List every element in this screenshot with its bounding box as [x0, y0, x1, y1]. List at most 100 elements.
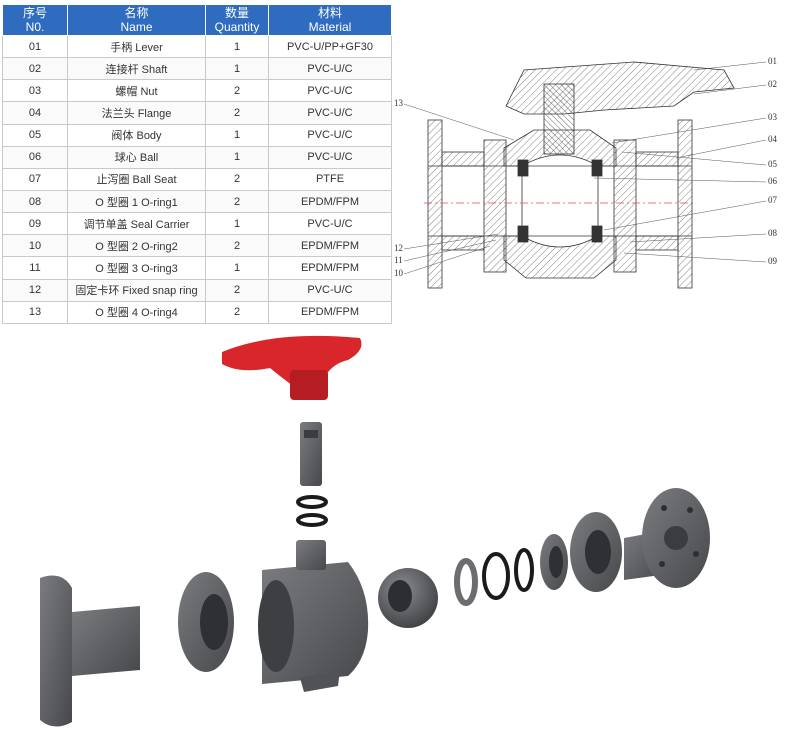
cell-material: EPDM/FPM	[268, 234, 392, 258]
cell-material: PVC-U/C	[268, 145, 392, 169]
cell-material: PVC-U/PP+GF30	[268, 34, 392, 59]
callout-03: 03	[768, 112, 778, 122]
exploded-view-illustration	[40, 335, 710, 727]
lever-part	[222, 335, 362, 400]
o-ring4-part	[296, 513, 328, 527]
shaft-section	[543, 83, 575, 155]
cell-name: O 型圈 2 O-ring2	[67, 234, 206, 258]
cell-qty: 1	[205, 57, 269, 81]
cell-qty: 2	[205, 278, 269, 302]
cell-qty: 1	[205, 145, 269, 169]
cell-name: 调节单盖 Seal Carrier	[67, 212, 206, 236]
left-flange-section	[427, 119, 443, 289]
cell-no: 07	[2, 167, 68, 191]
callout-04: 04	[768, 134, 778, 144]
cell-no: 13	[2, 300, 68, 325]
o-ring3-part	[296, 495, 328, 509]
cell-name: 螺帽 Nut	[67, 79, 206, 103]
left-flange-part	[40, 575, 140, 727]
cell-material: PVC-U/C	[268, 57, 392, 81]
callout-12: 12	[394, 243, 403, 253]
callout-09: 09	[768, 256, 778, 266]
cell-qty: 2	[205, 300, 269, 325]
cell-material: EPDM/FPM	[268, 256, 392, 280]
lever-section	[505, 61, 735, 115]
cell-material: PVC-U/C	[268, 101, 392, 125]
cell-qty: 2	[205, 79, 269, 103]
cell-no: 06	[2, 145, 68, 169]
cell-no: 08	[2, 189, 68, 214]
cell-no: 11	[2, 256, 68, 280]
cell-material: EPDM/FPM	[268, 300, 392, 325]
cell-material: PTFE	[268, 167, 392, 191]
callout-06: 06	[768, 176, 778, 186]
cell-no: 05	[2, 123, 68, 147]
o-ring1-part	[482, 552, 510, 600]
cell-name: O 型圈 3 O-ring3	[67, 256, 206, 280]
cell-no: 10	[2, 234, 68, 258]
right-flange-section	[677, 119, 693, 289]
cell-qty: 2	[205, 167, 269, 191]
cell-qty: 2	[205, 234, 269, 258]
callout-13: 13	[394, 98, 404, 108]
cell-qty: 2	[205, 189, 269, 214]
cell-material: EPDM/FPM	[268, 189, 392, 214]
ball-seat-part	[454, 558, 478, 606]
left-nut-section	[483, 139, 507, 273]
o-ring2-part	[514, 548, 534, 592]
cell-name: 手柄 Lever	[67, 34, 206, 59]
callout-11: 11	[394, 255, 403, 265]
cell-material: PVC-U/C	[268, 278, 392, 302]
callout-08: 08	[768, 228, 778, 238]
callout-05: 05	[768, 159, 778, 169]
right-nut-section	[613, 139, 637, 273]
cell-material: PVC-U/C	[268, 212, 392, 236]
cell-no: 02	[2, 57, 68, 81]
cell-name: O 型圈 1 O-ring1	[67, 189, 206, 214]
cell-name: 连接杆 Shaft	[67, 57, 206, 81]
callout-01: 01	[768, 56, 777, 66]
cell-no: 12	[2, 278, 68, 302]
cell-no: 09	[2, 212, 68, 236]
cell-name: 止泻圈 Ball Seat	[67, 167, 206, 191]
cell-name: 法兰头 Flange	[67, 101, 206, 125]
cell-no: 04	[2, 101, 68, 125]
right-flange-part	[624, 488, 710, 588]
cell-qty: 1	[205, 212, 269, 236]
cell-name: 阀体 Body	[67, 123, 206, 147]
cell-name: O 型圈 4 O-ring4	[67, 300, 206, 325]
cell-material: PVC-U/C	[268, 79, 392, 103]
leader-lines	[403, 61, 767, 275]
ball-section	[521, 154, 599, 248]
cell-qty: 2	[205, 101, 269, 125]
callout-10: 10	[394, 268, 404, 278]
valve-body-part	[258, 540, 369, 692]
cell-qty: 1	[205, 123, 269, 147]
cell-name: 固定卡环 Fixed snap ring	[67, 278, 206, 302]
cell-no: 03	[2, 79, 68, 103]
shaft-part	[300, 422, 322, 486]
callout-07: 07	[768, 195, 778, 205]
cell-name: 球心 Ball	[67, 145, 206, 169]
